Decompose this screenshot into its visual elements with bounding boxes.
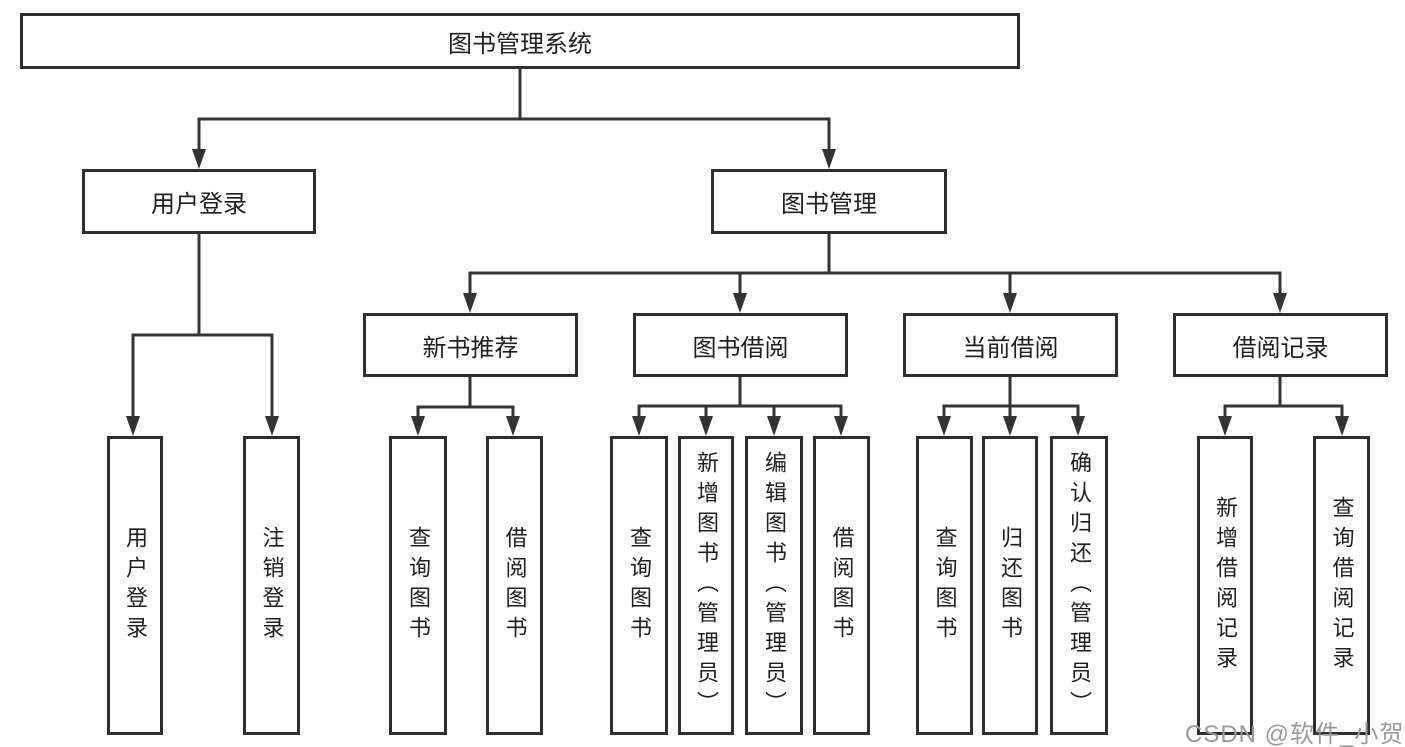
- arrowhead: [192, 149, 206, 169]
- leaf-query-book-3-label: 查询图书: [932, 525, 958, 646]
- connector-user-login-to-leaves: [126, 232, 279, 436]
- node-book-borrow-label: 图书借阅: [692, 334, 789, 362]
- arrowhead: [1003, 416, 1017, 436]
- leaf-query-borrow-record-label: 查询借阅记录: [1329, 495, 1355, 676]
- leaf-add-book: 新增图书（管理员）: [678, 436, 734, 735]
- connector-new-book-rec-to-leaves: [411, 375, 520, 436]
- leaf-query-book-2-label: 查询图书: [627, 525, 652, 646]
- arrowhead: [1335, 416, 1349, 436]
- arrowhead: [265, 416, 279, 436]
- leaf-add-borrow-record: 新增借阅记录: [1197, 436, 1253, 735]
- node-borrow-record-label: 借阅记录: [1232, 334, 1329, 362]
- node-current-borrow-label: 当前借阅: [962, 334, 1059, 362]
- leaf-query-book-1: 查询图书: [389, 436, 447, 735]
- arrowhead: [1218, 416, 1232, 436]
- connector-book-borrow-to-leaves: [632, 375, 848, 436]
- node-borrow-record: 借阅记录: [1173, 313, 1388, 377]
- node-new-book-rec: 新书推荐: [363, 313, 578, 377]
- leaf-add-book-label: 新增图书（管理员）: [694, 450, 719, 721]
- leaf-query-book-1-label: 查询图书: [406, 525, 431, 646]
- arrowhead: [411, 416, 425, 436]
- node-current-borrow: 当前借阅: [903, 313, 1118, 377]
- connector-book-mgmt-to-level2: [463, 232, 1287, 313]
- leaf-edit-book-label: 编辑图书（管理员）: [762, 450, 787, 721]
- leaf-confirm-return-label: 确认归还（管理员）: [1067, 450, 1092, 721]
- connector-current-borrow-to-leaves: [937, 375, 1085, 436]
- leaf-borrow-book-1-label: 借阅图书: [502, 525, 528, 646]
- arrowhead: [1003, 293, 1017, 313]
- leaf-borrow-book-2-label: 借阅图书: [829, 525, 855, 646]
- node-new-book-rec-label: 新书推荐: [422, 334, 519, 362]
- leaf-borrow-book-2: 借阅图书: [813, 436, 870, 735]
- arrowhead: [937, 416, 951, 436]
- leaf-return-book: 归还图书: [982, 436, 1038, 735]
- leaf-logout: 注销登录: [243, 436, 300, 735]
- node-book-mgmt: 图书管理: [711, 169, 947, 234]
- node-root: 图书管理系统: [20, 13, 1020, 69]
- node-book-borrow: 图书借阅: [633, 313, 848, 377]
- node-user-login-label: 用户登录: [151, 191, 247, 218]
- leaf-query-borrow-record: 查询借阅记录: [1313, 436, 1370, 735]
- arrowhead: [506, 416, 520, 436]
- arrowhead: [733, 293, 747, 313]
- leaf-return-book-label: 归还图书: [998, 525, 1023, 646]
- leaf-query-book-3: 查询图书: [916, 436, 973, 735]
- arrowhead: [632, 416, 646, 436]
- leaf-logout-label: 注销登录: [259, 525, 285, 646]
- node-book-mgmt-label: 图书管理: [781, 191, 877, 218]
- connector-root-to-level1: [192, 67, 836, 169]
- arrowhead: [699, 416, 713, 436]
- arrowhead: [463, 293, 477, 313]
- leaf-edit-book: 编辑图书（管理员）: [745, 436, 803, 735]
- node-user-login: 用户登录: [82, 169, 316, 234]
- leaf-add-borrow-record-label: 新增借阅记录: [1213, 495, 1238, 676]
- arrowhead: [126, 416, 140, 436]
- leaf-confirm-return: 确认归还（管理员）: [1050, 436, 1108, 735]
- connector-borrow-record-to-leaves: [1218, 375, 1349, 436]
- arrowhead: [1071, 416, 1085, 436]
- leaf-query-book-2: 查询图书: [610, 436, 668, 735]
- arrowhead: [767, 416, 781, 436]
- leaf-user-login: 用户登录: [107, 436, 163, 735]
- arrowhead: [822, 149, 836, 169]
- arrowhead: [834, 416, 848, 436]
- arrowhead: [1273, 293, 1287, 313]
- leaf-user-login-label: 用户登录: [123, 525, 148, 646]
- node-root-label: 图书管理系统: [448, 30, 592, 58]
- csdn-watermark: CSDN @软件_小贺同学: [1185, 721, 1405, 747]
- leaf-borrow-book-1: 借阅图书: [486, 436, 543, 735]
